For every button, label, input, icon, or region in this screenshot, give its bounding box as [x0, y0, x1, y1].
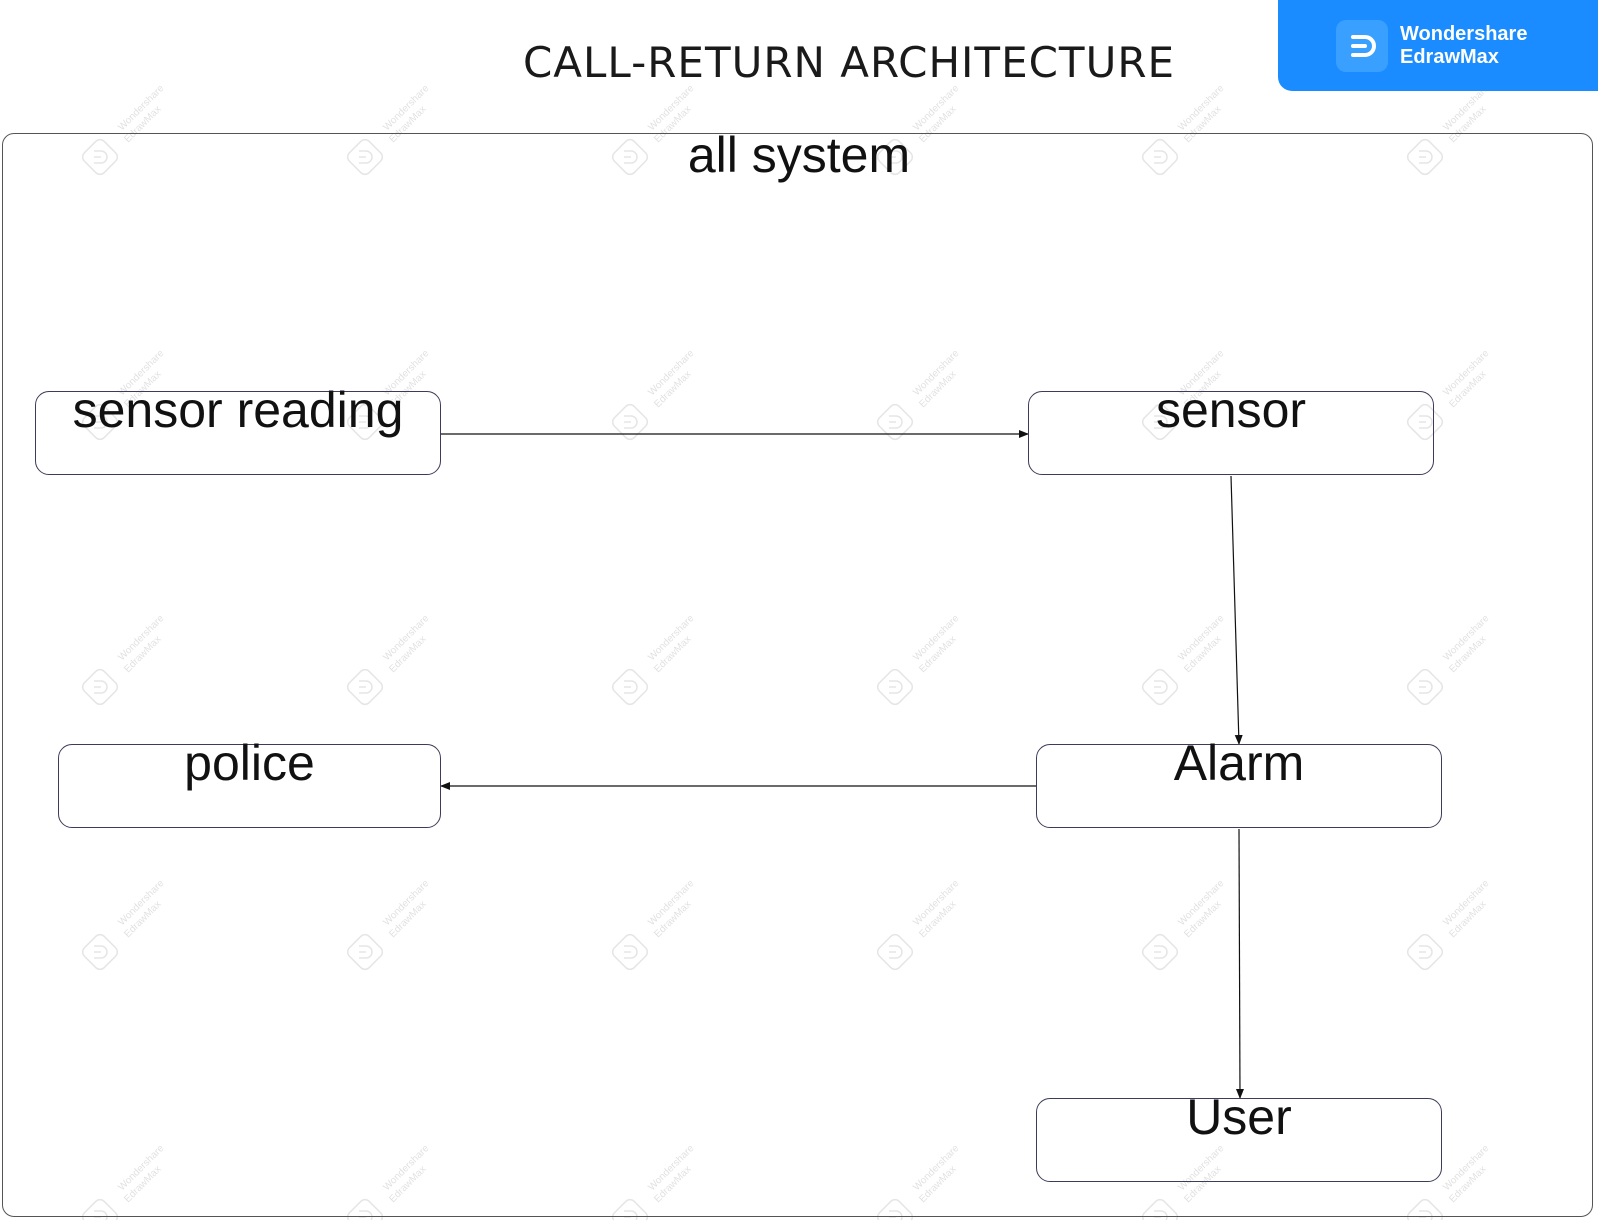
node-alarm-label: Alarm [1173, 735, 1305, 791]
edge-sensor-to-alarm[interactable] [1230, 475, 1243, 745]
node-sensor-reading[interactable]: sensor reading [35, 385, 441, 475]
diagram-title: CALL-RETURN ARCHITECTURE [522, 38, 1176, 87]
edge-alarm-to-user[interactable] [1235, 828, 1244, 1099]
node-sensor[interactable]: sensor [1028, 385, 1434, 475]
brand-text: Wondershare EdrawMax [1400, 23, 1527, 69]
node-sensor-label: sensor [1155, 382, 1307, 438]
node-user[interactable]: User [1036, 1092, 1442, 1182]
brand-line2: EdrawMax [1400, 45, 1499, 68]
edrawmax-brand-badge: Wondershare EdrawMax [1278, 0, 1598, 91]
brand-line1: Wondershare [1400, 22, 1528, 45]
container-label: all system [687, 127, 911, 183]
all-system-container[interactable] [2, 133, 1593, 1217]
node-police[interactable]: police [58, 738, 441, 828]
node-alarm[interactable]: Alarm [1036, 738, 1442, 828]
node-sensor-reading-label: sensor reading [72, 382, 404, 438]
node-police-label: police [184, 735, 315, 791]
node-user-label: User [1186, 1089, 1292, 1145]
edrawmax-logo-icon [1336, 19, 1388, 72]
